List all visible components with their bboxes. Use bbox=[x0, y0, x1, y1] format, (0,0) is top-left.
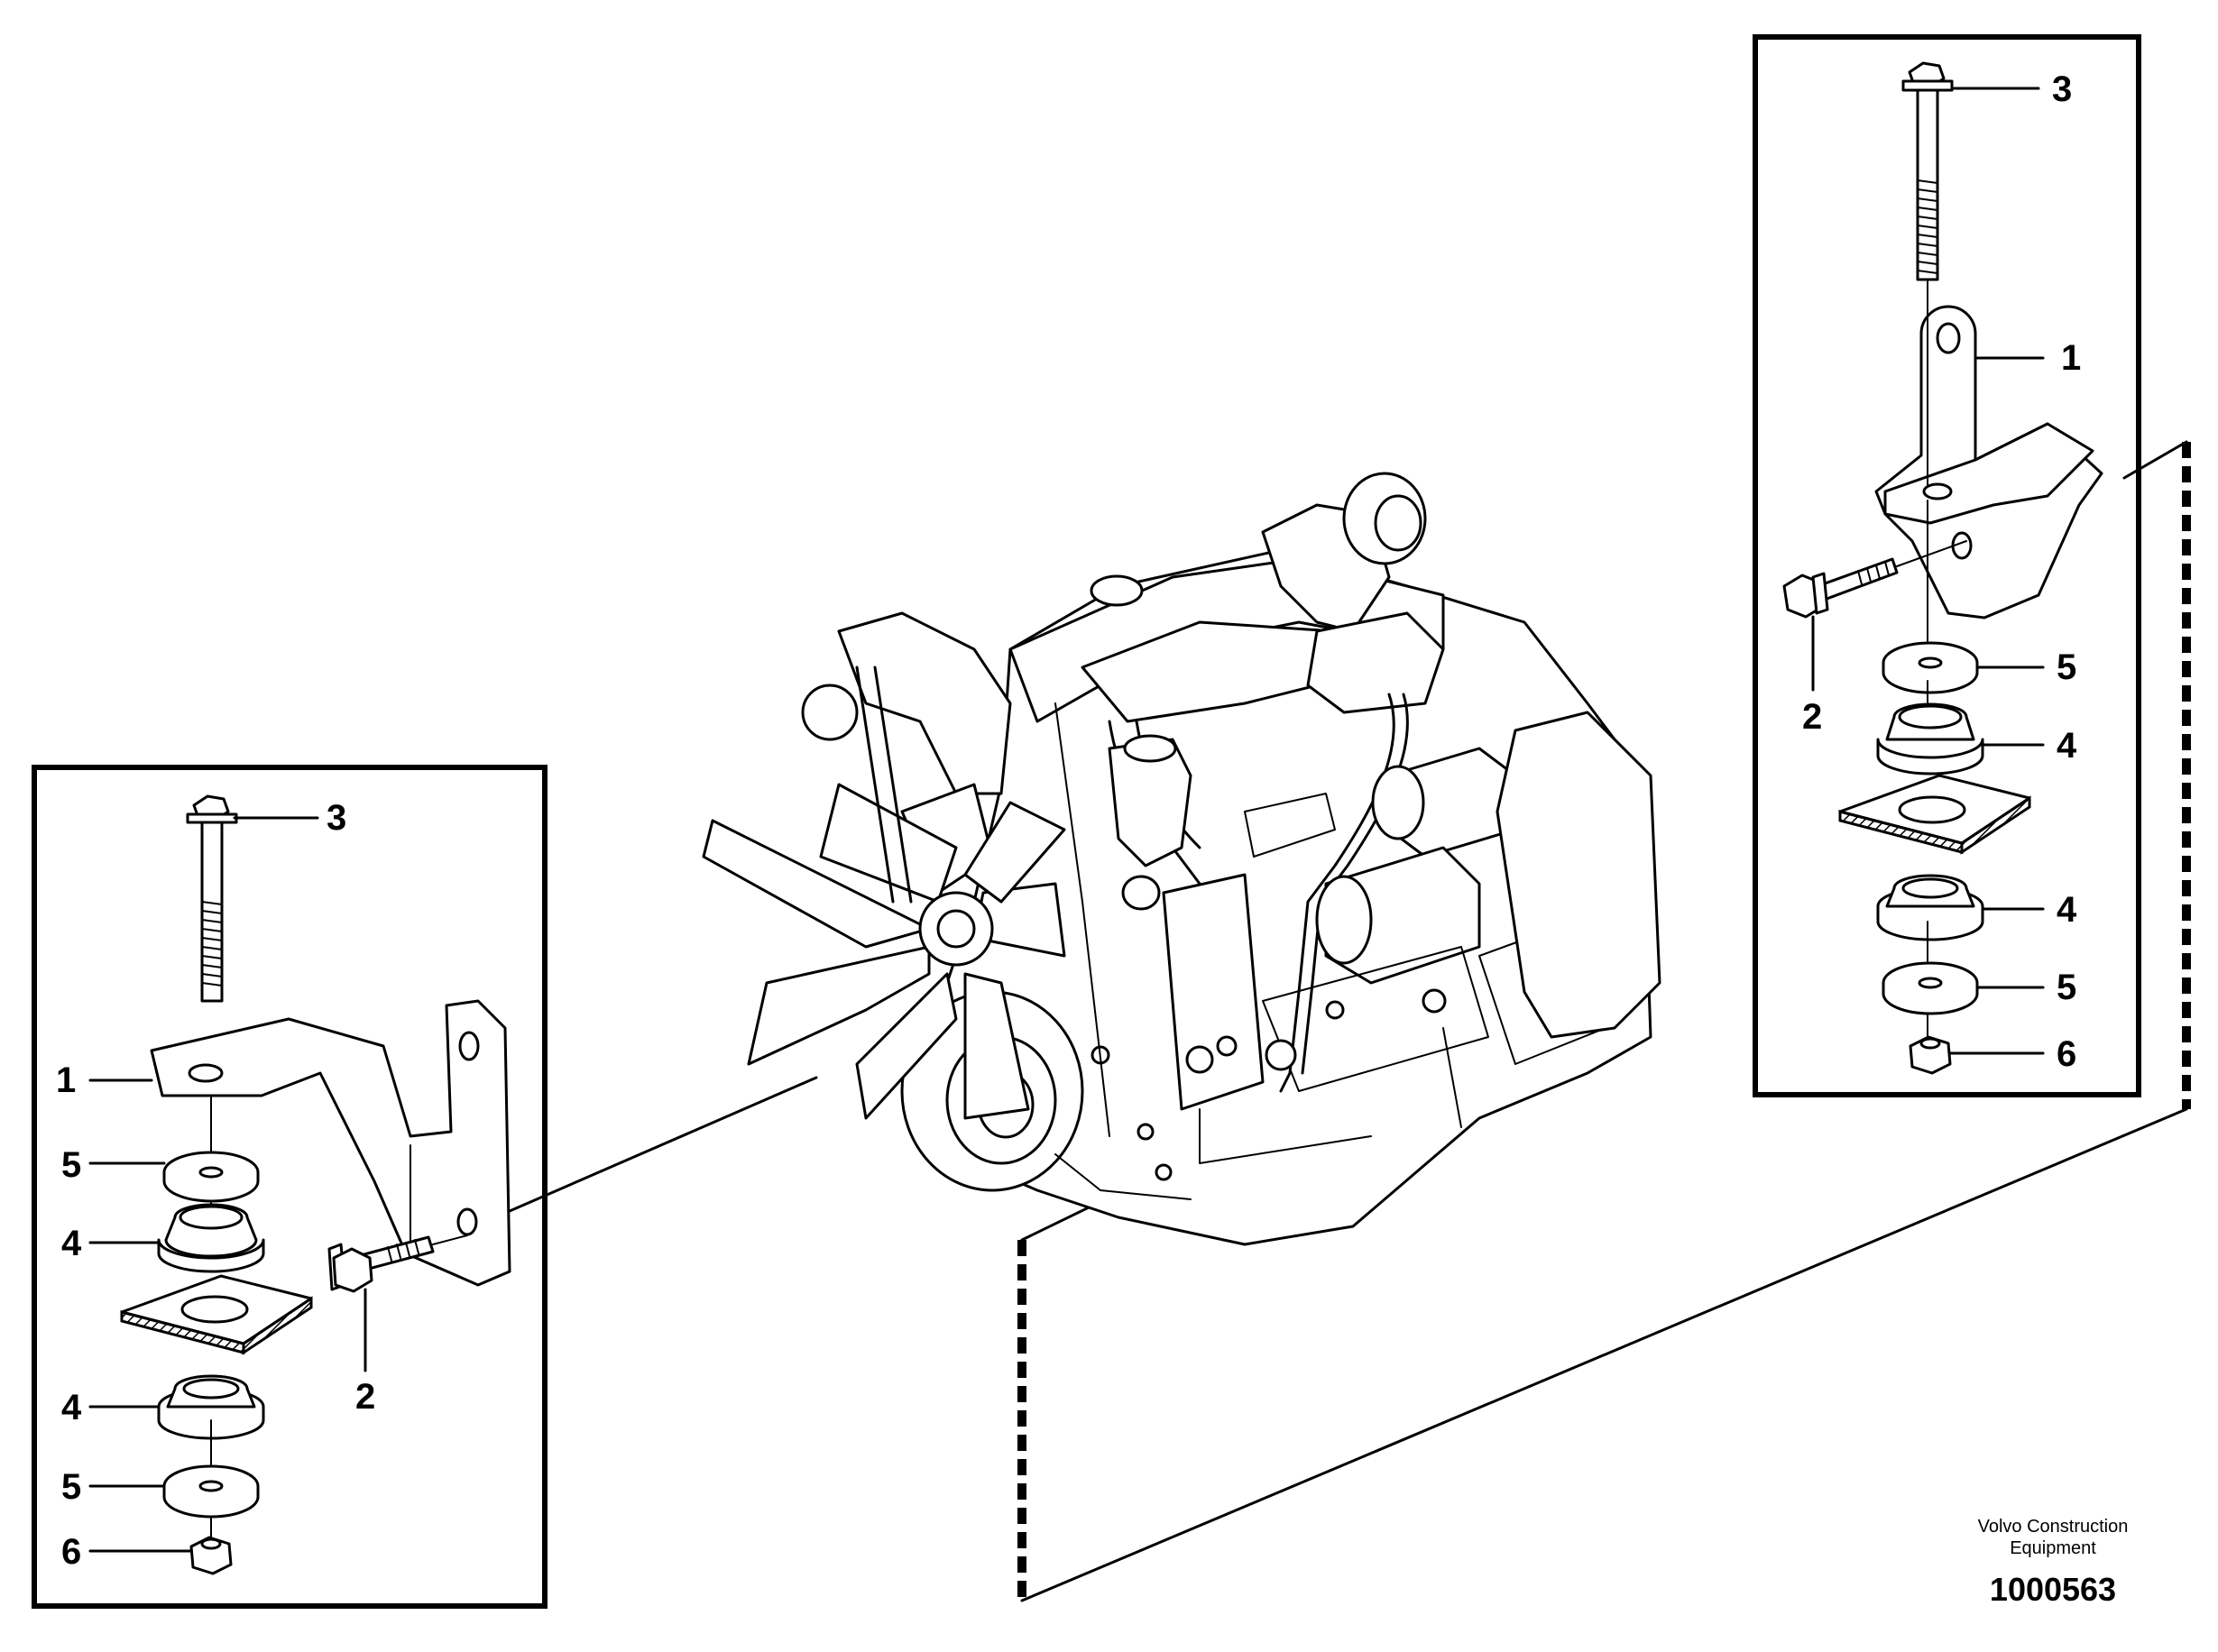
washer-item-5-lower bbox=[162, 1464, 260, 1519]
spacer-plate-right bbox=[1838, 774, 2031, 855]
footer: Volvo Construction Equipment 1000563 bbox=[1978, 1517, 2129, 1608]
callout-right-1: 1 bbox=[2061, 338, 2081, 378]
detail-box-right bbox=[1753, 34, 2141, 1097]
callout-right-5b: 5 bbox=[2057, 968, 2076, 1007]
mount-item-4-right-upper bbox=[1876, 702, 1984, 776]
washer-item-5-right-lower bbox=[1882, 961, 1979, 1015]
bolt-item-2 bbox=[327, 1234, 468, 1293]
bracket-item-1 bbox=[150, 999, 511, 1287]
callout-left-4b: 4 bbox=[61, 1388, 82, 1427]
callout-right-4a: 4 bbox=[2057, 726, 2077, 766]
callouts-right: 3 1 2 5 4 4 5 6 bbox=[1802, 69, 2081, 1074]
mount-item-4-right-lower bbox=[1876, 874, 1984, 941]
bracket-item-1-right bbox=[1874, 305, 2103, 620]
detail-box-left bbox=[32, 765, 548, 1609]
callout-left-3: 3 bbox=[327, 798, 346, 838]
bolt-item-3 bbox=[186, 794, 238, 1003]
callouts-left: 3 1 5 4 4 5 6 2 bbox=[56, 798, 375, 1572]
bolt-item-3-right bbox=[1901, 61, 1954, 281]
mount-item-4-upper bbox=[157, 1203, 265, 1273]
washer-item-5-right-upper bbox=[1882, 641, 1979, 694]
callout-right-6: 6 bbox=[2057, 1034, 2076, 1074]
callout-left-4a: 4 bbox=[61, 1224, 82, 1263]
callout-left-6: 6 bbox=[61, 1532, 81, 1572]
callout-right-2: 2 bbox=[1802, 697, 1822, 737]
document-number: 1000563 bbox=[1990, 1571, 2116, 1608]
callout-left-5b: 5 bbox=[61, 1467, 81, 1507]
callout-right-4b: 4 bbox=[2057, 890, 2077, 930]
mount-item-4-lower bbox=[157, 1374, 265, 1440]
engine-illustration bbox=[702, 472, 1661, 1246]
callout-left-5a: 5 bbox=[61, 1145, 81, 1185]
brand-line-1: Volvo Construction bbox=[1978, 1517, 2129, 1537]
bolt-item-2-right bbox=[1782, 540, 1967, 619]
nut-item-6 bbox=[189, 1536, 233, 1575]
callout-right-5a: 5 bbox=[2057, 647, 2076, 687]
nut-item-6-right bbox=[1909, 1035, 1952, 1075]
washer-item-5-upper bbox=[162, 1151, 260, 1203]
callout-right-3: 3 bbox=[2052, 69, 2072, 109]
spacer-plate bbox=[120, 1274, 313, 1355]
brand-line-2: Equipment bbox=[2010, 1538, 2096, 1558]
callout-left-2: 2 bbox=[355, 1377, 375, 1417]
callout-left-1: 1 bbox=[56, 1060, 76, 1100]
